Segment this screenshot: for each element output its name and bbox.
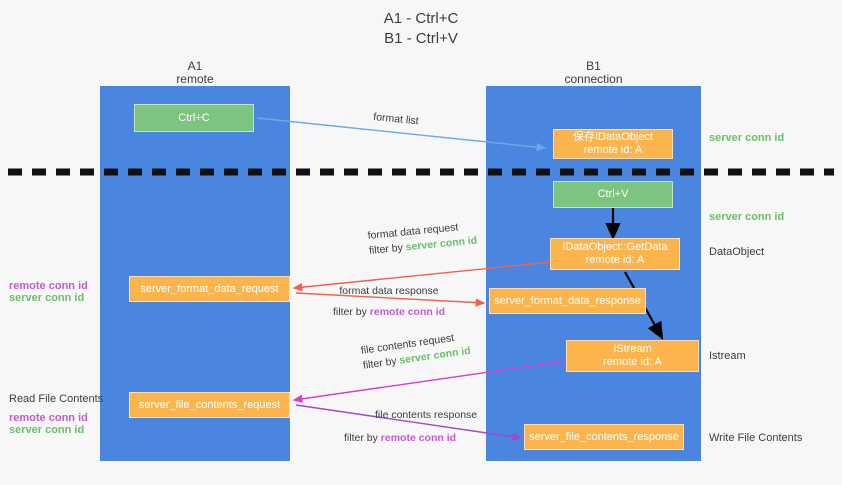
box-server-format-data-request[interactable]: server_format_data_request bbox=[129, 276, 290, 302]
edge-label-file-contents-response: file contents response filter by remote … bbox=[344, 408, 478, 446]
note-server-conn-id-top: server conn id bbox=[709, 132, 785, 144]
box-getdata-line2: remote id: A bbox=[585, 254, 645, 266]
note-istream: Istream bbox=[709, 350, 746, 362]
edge-label-file-contents-request: file contents request filter by server c… bbox=[360, 329, 472, 374]
title-line-1: A1 - Ctrl+C bbox=[383, 10, 459, 27]
box-server-format-data-response[interactable]: server_format_data_response bbox=[489, 288, 646, 314]
box-ctrl-v-label: Ctrl+V bbox=[597, 188, 629, 200]
edge-label-format-data-response: format data response filter by remote co… bbox=[333, 284, 445, 320]
file-contents-response-filter: filter by remote conn id bbox=[344, 431, 477, 446]
edge-label-format-data-request: format data request filter by server con… bbox=[367, 219, 478, 259]
box-istream-line2: remote id: A bbox=[603, 356, 662, 368]
box-save-idataobject[interactable]: 保存IDataObject remote id: A bbox=[553, 129, 673, 159]
lane-header-a1: A1 remote bbox=[100, 60, 290, 86]
box-server-file-contents-response[interactable]: server_file_contents_response bbox=[524, 424, 684, 450]
edge-label-format-list: format list bbox=[373, 110, 420, 129]
lane-b1-name: B1 bbox=[586, 59, 601, 73]
note-remote-conn-id-upper: remote conn id bbox=[9, 280, 88, 292]
box-istream-line1: IStream bbox=[613, 343, 652, 355]
lane-header-b1: B1 connection bbox=[486, 60, 701, 86]
note-data-object: DataObject bbox=[709, 246, 765, 258]
file-contents-response-filter-value: remote conn id bbox=[380, 432, 457, 444]
box-save-idataobject-line2: remote id: A bbox=[583, 144, 643, 156]
file-contents-response-title: file contents response bbox=[375, 409, 478, 421]
edge-label-format-list-text: format list bbox=[372, 110, 420, 128]
format-data-response-filter-value: remote conn id bbox=[369, 306, 446, 318]
box-idataobject-getdata[interactable]: IDataObject::GetData remote id: A bbox=[550, 238, 680, 270]
box-server-file-contents-response-label: server_file_contents_response bbox=[529, 430, 679, 443]
format-data-response-filter-prefix: filter by bbox=[333, 306, 370, 318]
box-ctrl-c[interactable]: Ctrl+C bbox=[134, 104, 254, 132]
box-server-file-contents-request[interactable]: server_file_contents_request bbox=[129, 392, 290, 418]
note-server-conn-id-lower: server conn id bbox=[9, 424, 85, 436]
lane-b1-sub: connection bbox=[564, 72, 623, 86]
box-ctrl-c-label: Ctrl+C bbox=[178, 111, 210, 124]
page-title: A1 - Ctrl+C B1 - Ctrl+V bbox=[0, 9, 842, 49]
note-remote-conn-id-lower: remote conn id bbox=[9, 412, 88, 424]
title-line-2: B1 - Ctrl+V bbox=[384, 30, 458, 47]
box-server-file-contents-request-label: server_file_contents_request bbox=[138, 398, 281, 411]
box-server-format-data-request-label: server_format_data_request bbox=[140, 282, 279, 295]
box-server-format-data-response-label: server_format_data_response bbox=[494, 294, 641, 307]
file-contents-request-filter-prefix: filter by bbox=[362, 354, 401, 372]
format-data-request-filter-prefix: filter by bbox=[368, 241, 407, 257]
box-getdata-line1: IDataObject::GetData bbox=[562, 241, 668, 253]
lane-a1-name: A1 bbox=[187, 59, 203, 73]
note-server-conn-id-upper: server conn id bbox=[9, 292, 85, 304]
file-contents-response-filter-prefix: filter by bbox=[344, 432, 381, 444]
box-ctrl-v[interactable]: Ctrl+V bbox=[553, 181, 673, 208]
note-server-conn-id-mid: server conn id bbox=[709, 211, 785, 223]
lane-a1-sub: remote bbox=[176, 72, 214, 86]
note-write-file-contents: Write File Contents bbox=[709, 432, 803, 444]
note-read-file-contents: Read File Contents bbox=[9, 393, 104, 405]
box-istream[interactable]: IStream remote id: A bbox=[566, 340, 699, 372]
box-save-idataobject-line1: 保存IDataObject bbox=[572, 131, 654, 143]
format-data-response-filter: filter by remote conn id bbox=[333, 305, 445, 320]
format-data-response-title: format data response bbox=[339, 285, 439, 297]
